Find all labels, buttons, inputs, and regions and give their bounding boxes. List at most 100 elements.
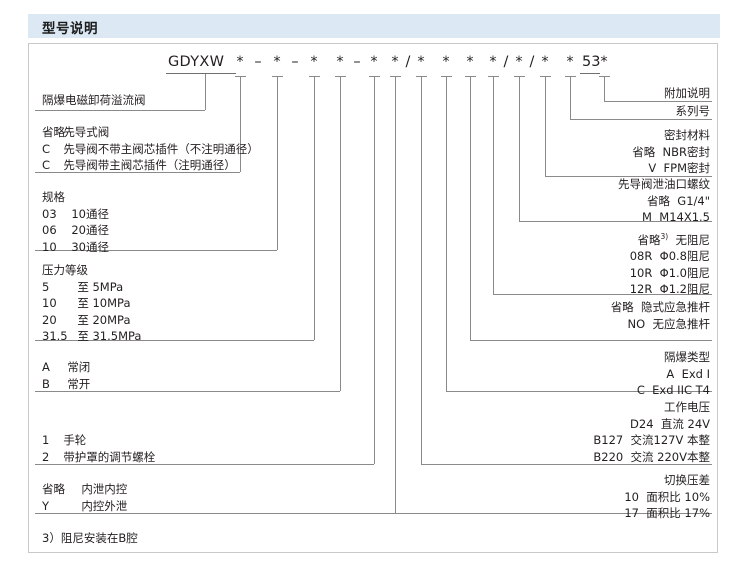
label-row: B220 交流 220V本整 <box>583 449 710 466</box>
label-row: 2 带护罩的调节螺栓 <box>42 449 155 466</box>
label-value: Exd I <box>681 366 710 381</box>
label-row: Y 内控外泄 <box>42 498 127 515</box>
label-value: Exd IIC T4 <box>652 383 710 397</box>
label-value: 手轮 <box>63 433 87 447</box>
label-row: 1 手轮 <box>42 432 155 449</box>
label-value: 隔爆类型 <box>664 350 710 364</box>
footnote-marker: 3) <box>660 232 669 241</box>
label-value: 20通径 <box>71 223 109 237</box>
label-row: 10 至 10MPa <box>42 295 141 312</box>
connector-horizontal <box>545 176 712 177</box>
model-code-char: * <box>336 54 344 70</box>
label-key: 03 <box>42 206 57 221</box>
label-value: NBR密封 <box>662 144 710 159</box>
label-value: 系列号 <box>675 104 711 118</box>
connector-horizontal <box>35 172 240 173</box>
model-code-char: * <box>417 54 425 70</box>
label-row: 隔爆电磁卸荷溢流阀 <box>42 92 146 109</box>
connector-horizontal <box>519 221 712 222</box>
model-code-char: * <box>600 54 608 70</box>
label-key: 12R <box>629 282 653 297</box>
connector-horizontal <box>35 340 314 341</box>
model-code-row: GDYXW *–*–**–**/****/*/***53 <box>0 54 744 74</box>
label-key: 省略 <box>632 144 656 159</box>
label-additional-description: 附加说明 <box>664 85 710 102</box>
label-value: 交流127V 本整 <box>630 433 710 447</box>
label-value: 附加说明 <box>664 86 710 100</box>
label-key: C <box>42 141 51 156</box>
page-title: 型号说明 <box>42 21 98 37</box>
connector-horizontal <box>35 250 277 251</box>
label-key: 省略3) <box>637 232 669 247</box>
label-key: 17 <box>624 506 639 520</box>
label-value: 无阻尼 <box>675 232 711 247</box>
label-value: 隔爆电磁卸荷溢流阀 <box>42 93 146 107</box>
model-code-char: * <box>442 54 450 70</box>
label-row: 12R Φ1.2阻尼 <box>612 281 710 298</box>
label-row: C 先导阀带主阀芯插件（注明通径） <box>42 157 259 174</box>
label-key: 5 <box>42 279 50 294</box>
label-key: B127 <box>593 433 624 447</box>
label-row: B127 交流127V 本整 <box>583 432 710 449</box>
label-row: C 先导阀不带主阀芯插件（不注明通径） <box>42 141 259 158</box>
label-row: 10 30通径 <box>42 239 109 256</box>
label-value: 面积比 17% <box>646 506 710 520</box>
label-value: 至 10MPa <box>77 296 131 310</box>
label-value: 带护罩的调节螺栓 <box>63 449 156 464</box>
label-row: 规格 <box>42 189 109 206</box>
label-value: Φ1.0阻尼 <box>659 265 710 280</box>
label-row: 08R Φ0.8阻尼 <box>612 248 710 265</box>
label-value: 常闭 <box>67 360 91 374</box>
label-value: G1/4" <box>677 193 710 208</box>
connector-vertical <box>240 76 241 172</box>
model-code-char: / <box>503 54 509 70</box>
label-value: 无应急推杆 <box>652 316 711 331</box>
connector-horizontal <box>35 513 395 514</box>
label-value: 至 31.5MPa <box>77 329 142 343</box>
connector-vertical <box>277 76 278 250</box>
label-row: 20 至 20MPa <box>42 312 141 329</box>
label-row: 压力等级 <box>42 262 141 279</box>
label-row: A Exd I <box>621 366 710 383</box>
label-value: 内控外泄 <box>81 498 128 513</box>
label-key: 10 <box>624 489 639 504</box>
label-value: 工作电压 <box>664 400 710 414</box>
label-key: B220 <box>593 449 624 464</box>
label-value: 至 20MPa <box>77 312 131 327</box>
model-code-char: * <box>466 54 474 70</box>
connector-horizontal <box>395 513 712 514</box>
label-value: 至 5MPa <box>77 279 124 294</box>
connector-horizontal <box>35 110 205 111</box>
label-value: 交流 220V本整 <box>630 449 710 464</box>
model-code-char: / <box>529 54 535 70</box>
label-key: C <box>636 383 645 397</box>
model-code-series-number: 53 <box>582 54 601 70</box>
label-row: C Exd IIC T4 <box>621 382 710 399</box>
connector-horizontal <box>604 101 712 102</box>
label-key: 省略 <box>610 300 634 314</box>
connector-horizontal <box>446 391 712 392</box>
label-key: 10 <box>42 239 57 254</box>
label-value: 先导阀带主阀芯插件（注明通径） <box>63 158 236 172</box>
connector-vertical <box>570 76 571 119</box>
label-row: 10 面积比 10% <box>617 489 710 506</box>
label-value: 常开 <box>67 376 91 391</box>
label-row: B 常开 <box>42 376 90 393</box>
connector-vertical <box>470 76 471 340</box>
model-code-char: * <box>236 54 244 70</box>
label-value: FPM密封 <box>663 161 710 175</box>
label-value: Φ0.8阻尼 <box>659 249 710 264</box>
label-key: 2 <box>42 449 50 464</box>
model-code-prefix: GDYXW <box>168 54 225 70</box>
label-key: B <box>42 376 50 391</box>
connector-vertical <box>519 76 520 221</box>
label-key: 省略 <box>42 125 65 139</box>
